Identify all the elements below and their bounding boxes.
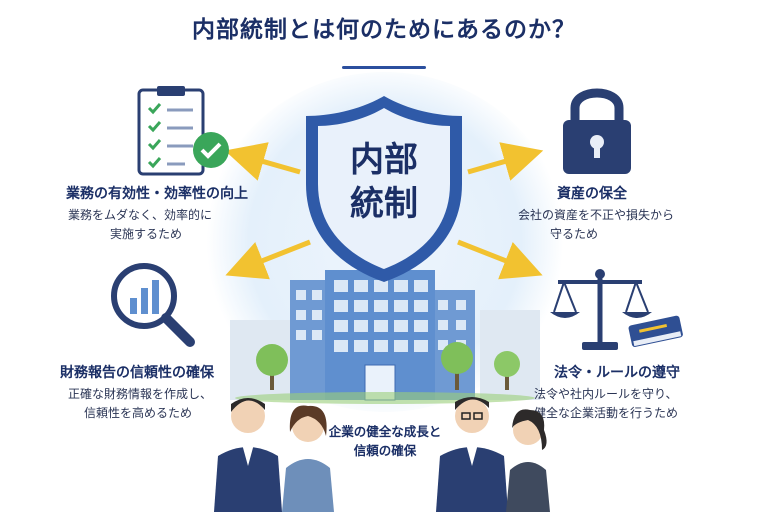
magnifier-chart-icon [111, 263, 195, 347]
assets-title: 資産の保全 [557, 186, 627, 202]
people-illustration [214, 397, 550, 512]
shield-label-line2: 統制 [350, 184, 418, 224]
reporting-desc-2: 信頼性を高めるため [84, 406, 193, 420]
office-building-illustration [230, 270, 540, 404]
center-caption: 企業の健全な成長と 信頼の確保 [318, 422, 452, 460]
shield-emblem [306, 96, 462, 282]
page-title: 内部統制とは何のためにあるのか？ [192, 17, 576, 43]
center-caption-line2: 信頼の確保 [353, 443, 417, 458]
assets-desc-2: 守るため [550, 227, 599, 241]
efficiency-title: 業務の有効性・効率性の向上 [66, 186, 248, 202]
center-caption-line1: 企業の健全な成長と [328, 424, 442, 439]
reporting-desc-1: 正確な財務情報を作成し、 [68, 387, 213, 401]
efficiency-desc-1: 業務をムダなく、効率的に [68, 208, 213, 222]
arrow-to-efficiency [224, 142, 301, 181]
checklist-icon [137, 86, 229, 176]
arrow-to-reporting [225, 239, 311, 280]
compliance-title: 法令・ルールの遵守 [554, 365, 680, 381]
compliance-desc-2: 健全な企業活動を行うため [534, 406, 679, 420]
shield-label-line1: 内部 [350, 140, 418, 180]
shield-label: 内部 統制 [300, 138, 468, 226]
arrow-to-assets [467, 142, 544, 181]
title-underline [342, 66, 426, 69]
arrow-to-compliance [457, 239, 543, 280]
padlock-icon [563, 88, 631, 174]
assets-desc-1: 会社の資産を不正や損失から [518, 208, 675, 222]
scales-book-icon [550, 269, 683, 350]
reporting-title: 財務報告の信頼性の確保 [60, 365, 214, 381]
efficiency-desc-2: 実施するため [110, 227, 183, 241]
compliance-desc-1: 法令や社内ルールを守り、 [534, 387, 678, 401]
